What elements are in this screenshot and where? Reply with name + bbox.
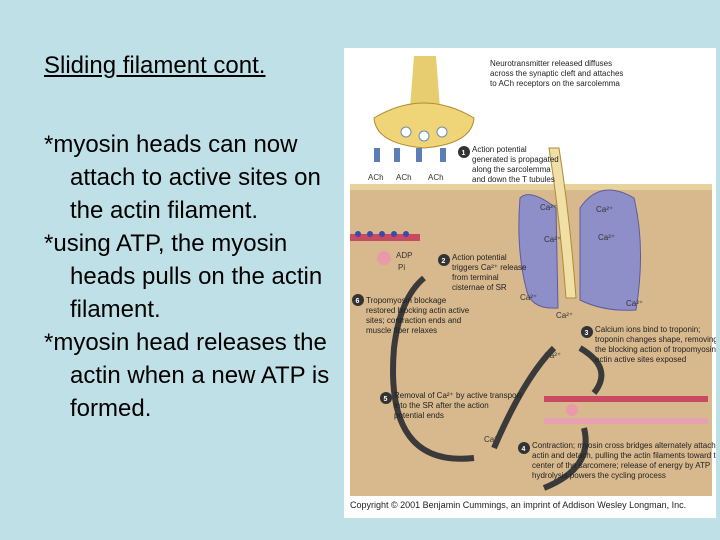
excitation-contraction-figure: ACh ACh ACh Ca²⁺ Ca²⁺ Ca²⁺ Ca²⁺ Ca²⁺ Ca²… [344,48,716,518]
svg-text:potential ends: potential ends [394,411,444,420]
svg-text:cisternae of SR: cisternae of SR [452,283,507,292]
svg-text:6: 6 [356,298,360,305]
myosin-head [566,404,578,416]
ach-label: ACh [428,173,444,182]
caption-step-2: Action potential triggers Ca²⁺ release f… [452,253,527,292]
ach-label: ACh [368,173,384,182]
svg-text:Action potential: Action potential [472,145,527,154]
svg-text:5: 5 [384,396,388,403]
svg-text:Contraction; myosin cross brid: Contraction; myosin cross bridges altern… [532,441,716,450]
bullet-list: *myosin heads can now attach to active s… [44,128,344,425]
calcium-ion-label: Ca²⁺ [540,203,557,212]
calcium-ion-label: Ca²⁺ [544,351,561,360]
svg-text:along the sarcolemma: along the sarcolemma [472,165,551,174]
sarcoplasmic-reticulum-right [579,189,642,311]
svg-text:hydrolysis powers the cycling: hydrolysis powers the cycling process [532,471,666,480]
svg-text:from terminal: from terminal [452,273,499,282]
synaptic-vesicle [400,126,412,138]
svg-text:Tropomyosin blockage: Tropomyosin blockage [366,296,447,305]
svg-text:across the synaptic cleft and: across the synaptic cleft and attaches [490,69,623,78]
synaptic-vesicle [418,130,430,142]
svg-text:Action potential: Action potential [452,253,507,262]
svg-text:troponin changes shape, removi: troponin changes shape, removing [595,335,716,344]
calcium-ion-label: Ca²⁺ [596,205,613,214]
caption-neurotransmitter: Neurotransmitter released diffuses acros… [490,59,623,88]
svg-text:Calcium ions bind to troponin;: Calcium ions bind to troponin; [595,325,700,334]
svg-text:1: 1 [462,150,466,157]
svg-text:2: 2 [442,258,446,265]
svg-text:the blocking action of tropomy: the blocking action of tropomyosin; [595,345,716,354]
synaptic-terminal [373,102,475,149]
sarcolemma [350,184,712,190]
calcium-ion-label: Ca²⁺ [626,299,643,308]
step-marker: 5 [380,392,392,404]
t-tubule [548,147,577,299]
calcium-ion-label: Ca²⁺ [520,293,537,302]
sarcoplasmic-reticulum-left [518,194,559,309]
svg-text:3: 3 [585,330,589,337]
calcium-binding-arrow [578,345,605,395]
thick-filament [544,418,708,424]
step-marker: 2 [438,254,450,266]
step-marker: 4 [518,442,530,454]
svg-text:muscle fiber relaxes: muscle fiber relaxes [366,326,437,335]
svg-text:into the SR after the action: into the SR after the action [394,401,489,410]
calcium-ion-label: Ca²⁺ [544,235,561,244]
svg-text:Removal of Ca²⁺ by active tran: Removal of Ca²⁺ by active transport [394,391,522,400]
bullet-item: *myosin heads can now attach to active s… [44,131,321,224]
svg-text:and down the T tubules: and down the T tubules [472,175,555,184]
step-marker: 6 [352,294,364,306]
axon [410,56,440,108]
svg-text:restored blocking actin active: restored blocking actin active [366,306,470,315]
synaptic-vesicle [436,126,448,138]
figure-svg: ACh ACh ACh Ca²⁺ Ca²⁺ Ca²⁺ Ca²⁺ Ca²⁺ Ca²… [350,56,716,496]
ach-receptors [374,148,446,162]
caption-step-1: Action potential generated is propagated… [472,145,559,184]
calcium-ion-label: Ca²⁺ [484,435,501,444]
svg-text:4: 4 [522,446,526,453]
svg-text:triggers Ca²⁺ release: triggers Ca²⁺ release [452,263,527,272]
caption-step-4: Contraction; myosin cross bridges altern… [532,441,716,480]
caption-step-6: Tropomyosin blockage restored blocking a… [366,296,470,335]
calcium-ion-label: Ca²⁺ [598,233,615,242]
svg-text:sites; contraction ends and: sites; contraction ends and [366,316,461,325]
calcium-ion-label: Ca²⁺ [556,311,573,320]
svg-text:center of the sarcomere; relea: center of the sarcomere; release of ener… [532,461,710,470]
adp-label: ADP [396,251,412,260]
actin-filament [544,396,708,402]
bullet-item: *using ATP, the myosin heads pulls on th… [44,230,323,323]
caption-step-3: Calcium ions bind to troponin; troponin … [595,325,716,364]
svg-text:actin active sites exposed: actin active sites exposed [595,355,686,364]
step-marker: 3 [581,326,593,338]
copyright-notice: Copyright © 2001 Benjamin Cummings, an i… [350,500,687,510]
caption-step-5: Removal of Ca²⁺ by active transport into… [394,391,522,420]
svg-text:Neurotransmitter released diff: Neurotransmitter released diffuses [490,59,612,68]
svg-text:to ACh receptors on the sarcol: to ACh receptors on the sarcolemma [490,79,620,88]
svg-text:actin and detach, pulling the: actin and detach, pulling the actin fila… [532,451,716,460]
svg-text:generated is propagated: generated is propagated [472,155,559,164]
troponin-beads [355,231,409,237]
contraction-arrow [542,427,589,491]
myosin-head [377,251,391,265]
bullet-item: *myosin head releases the actin when a n… [44,329,330,422]
actin-filament [350,234,420,241]
slide-title: Sliding filament cont. [44,52,266,79]
step-marker: 1 [458,146,470,158]
ach-label: ACh [396,173,412,182]
calcium-uptake-arrow [491,345,557,450]
relaxation-arrow [390,275,475,462]
pi-label: Pi [398,263,405,272]
